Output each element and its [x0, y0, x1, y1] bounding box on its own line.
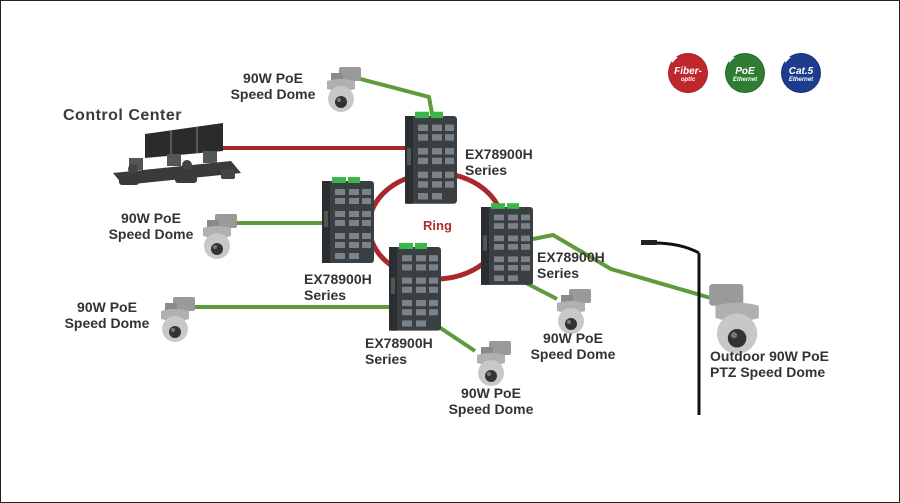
control-center-icon: [113, 123, 241, 185]
legend-cat5-badge: Cat.5 Ethernet: [781, 53, 821, 93]
camera-left: [203, 214, 237, 259]
poe-link-top-camera: [352, 75, 435, 120]
outdoor-ptz-camera: [641, 240, 759, 415]
switch-left-label-line1: EX78900H: [304, 271, 372, 287]
legend-poe-badge: PoE Ethernet: [725, 53, 765, 93]
switch-left-label-line2: Series: [304, 287, 347, 303]
control-center-label: Control Center: [63, 107, 182, 124]
switch-left-label: EX78900H Series: [304, 271, 372, 303]
switch-right-label-line2: Series: [537, 265, 580, 281]
camera-right-label-line1: 90W PoE: [543, 330, 603, 346]
switch-top-label-line2: Series: [465, 162, 508, 178]
switch-top-label: EX78900H Series: [465, 146, 533, 178]
camera-left-label: 90W PoE Speed Dome: [99, 210, 203, 242]
switch-top-label-line1: EX78900H: [465, 146, 533, 162]
camera-top-label-line1: 90W PoE: [243, 70, 303, 86]
switch-bottom-label-line2: Series: [365, 351, 408, 367]
camera-lower-left: [161, 297, 195, 342]
camera-top: [327, 67, 361, 112]
legend-cat5-line2: Ethernet: [788, 77, 814, 83]
cat5-arrow-icon: [785, 57, 791, 63]
camera-bottom-label: 90W PoE Speed Dome: [439, 385, 543, 417]
legend-poe-line2: Ethernet: [732, 77, 758, 83]
outdoor-camera-label: Outdoor 90W PoE PTZ Speed Dome: [710, 348, 829, 380]
camera-left-label-line1: 90W PoE: [121, 210, 181, 226]
camera-right-label-line2: Speed Dome: [530, 346, 616, 362]
switch-top: [405, 111, 457, 204]
camera-top-label-line2: Speed Dome: [230, 86, 316, 102]
switch-right: [481, 203, 533, 285]
camera-right-label: 90W PoE Speed Dome: [521, 330, 625, 362]
outdoor-camera-label-line1: Outdoor 90W PoE: [710, 348, 829, 364]
poe-link-outdoor-camera: [532, 232, 722, 303]
switch-left: [322, 177, 374, 263]
camera-bottom-label-line1: 90W PoE: [461, 385, 521, 401]
camera-top-label: 90W PoE Speed Dome: [223, 70, 323, 102]
legend-poe-line1: PoE: [735, 66, 755, 77]
legend-cat5-line1: Cat.5: [788, 66, 814, 77]
camera-lower-left-label-line1: 90W PoE: [77, 299, 137, 315]
switch-right-label: EX78900H Series: [537, 249, 605, 281]
switch-bottom-label: EX78900H Series: [365, 335, 433, 367]
switch-bottom: [389, 242, 441, 331]
poe-arrow-icon: [729, 57, 735, 63]
legend-fiber-badge: Fiber- optic: [668, 53, 708, 93]
outdoor-camera-label-line2: PTZ Speed Dome: [710, 364, 826, 380]
camera-bottom: [477, 341, 511, 386]
switch-bottom-label-line1: EX78900H: [365, 335, 433, 351]
camera-lower-left-label: 90W PoE Speed Dome: [55, 299, 159, 331]
legend-fiber-line2: optic: [680, 77, 696, 83]
camera-left-label-line2: Speed Dome: [108, 226, 194, 242]
poe-link-right-camera: [525, 281, 558, 301]
ring-label: Ring: [423, 218, 452, 233]
switch-right-label-line1: EX78900H: [537, 249, 605, 265]
fiber-arrow-icon: [672, 57, 678, 63]
legend-fiber-line1: Fiber-: [674, 66, 702, 77]
camera-bottom-label-line2: Speed Dome: [448, 401, 534, 417]
camera-right: [557, 289, 591, 334]
camera-lower-left-label-line2: Speed Dome: [64, 315, 150, 331]
